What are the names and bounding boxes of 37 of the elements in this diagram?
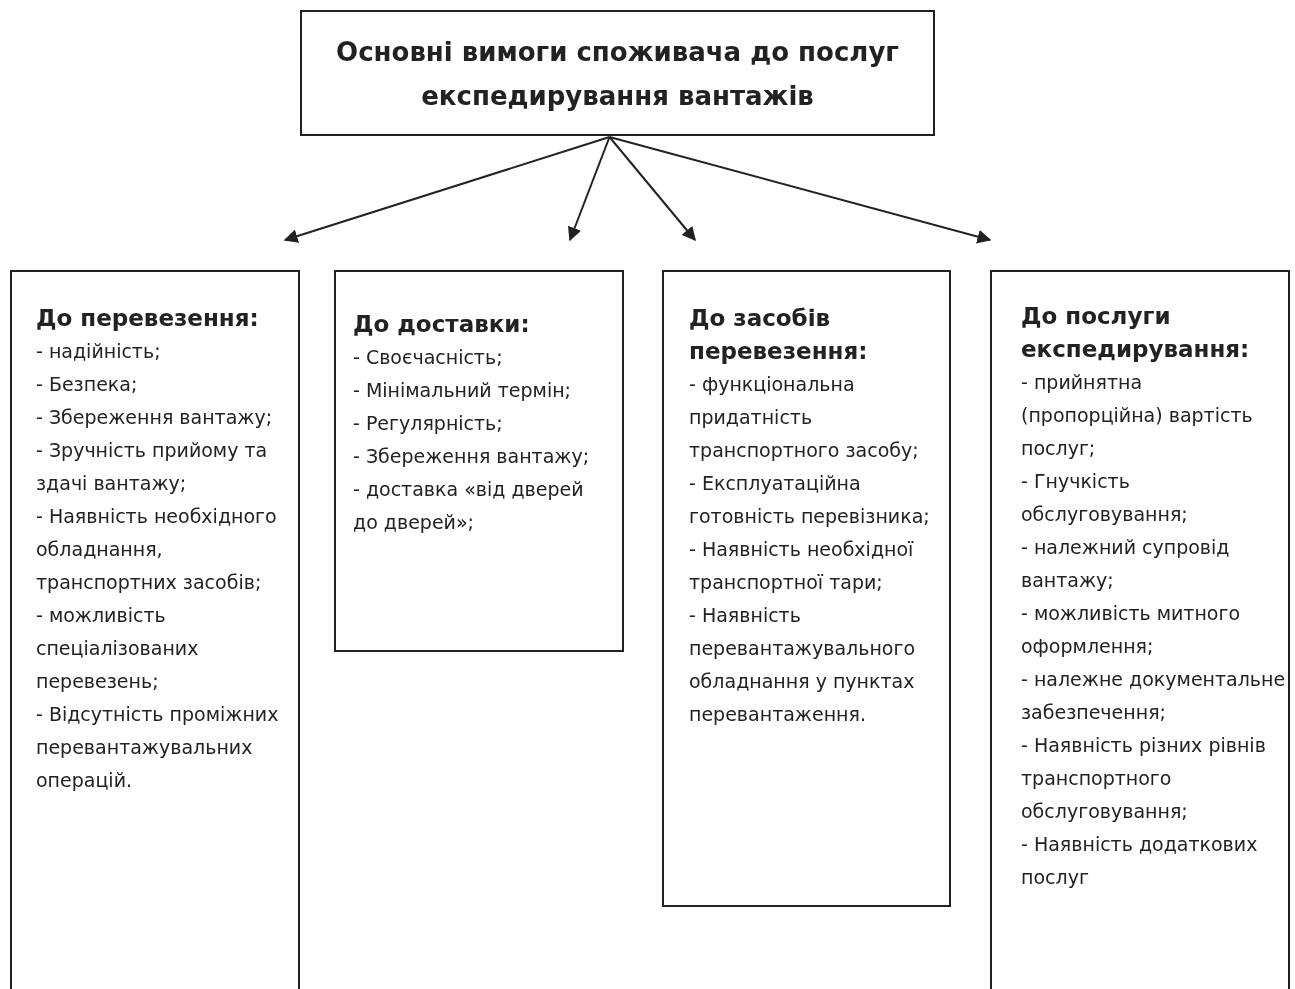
text-box	[300, 10, 935, 136]
list-item: - надійність;	[36, 339, 162, 364]
list-item: - належне документальне забезпечення;	[1021, 667, 1287, 725]
arrow	[283, 136, 611, 243]
list-item: - функціональна придатність транспортного засобу;	[689, 372, 920, 463]
list-item: - Відсутність проміжних перевантажувальних операцій.	[36, 702, 280, 793]
heading: До доставки:	[353, 310, 531, 339]
list-item: - можливість митного оформлення;	[1021, 601, 1242, 659]
list-item: - Збереження вантажу;	[36, 405, 274, 430]
arrow	[608, 136, 696, 242]
heading: До послуги експедирування:	[1021, 302, 1251, 364]
list-item: - Наявність необхідного обладнання, транспортних засобів;	[36, 504, 278, 595]
list-item: - Гнучкість обслуговування;	[1021, 469, 1189, 527]
heading: Основні вимоги споживача до послуг експедирування вантажів	[335, 36, 900, 113]
list-item: - доставка «від дверей до дверей»;	[353, 477, 585, 535]
list-item: - Зручність прийому та здачі вантажу;	[36, 438, 269, 496]
list-item: - Наявність додаткових послуг	[1021, 832, 1259, 890]
list-item: - прийнятна (пропорційна) вартість послуг;	[1021, 370, 1254, 461]
list-item: - Регулярність;	[353, 411, 504, 436]
list-item: - Наявність перевантажувального обладнання у пунктах перевантаження.	[689, 603, 917, 727]
text-box	[662, 270, 951, 907]
list-item: - Наявність різних рівнів транспортного обслуговування;	[1021, 733, 1267, 824]
list-item: - Безпека;	[36, 372, 139, 397]
heading: До засобів перевезення:	[689, 304, 869, 366]
text-box	[334, 270, 624, 652]
list-item: - Експлуатаційна готовність перевізника;	[689, 471, 931, 529]
list-item: - Своєчасність;	[353, 345, 504, 370]
arrow	[608, 136, 992, 244]
list-item: - Збереження вантажу;	[353, 444, 591, 469]
text-box	[990, 270, 1290, 989]
text-box	[10, 270, 300, 989]
arrow	[568, 136, 611, 242]
list-item: - можливість спеціалізованих перевезень;	[36, 603, 200, 694]
heading: До перевезення:	[36, 304, 260, 333]
list-item: - Мінімальний термін;	[353, 378, 572, 403]
list-item: - належний супровід вантажу;	[1021, 535, 1231, 593]
list-item: - Наявність необхідної транспортної тари;	[689, 537, 915, 595]
